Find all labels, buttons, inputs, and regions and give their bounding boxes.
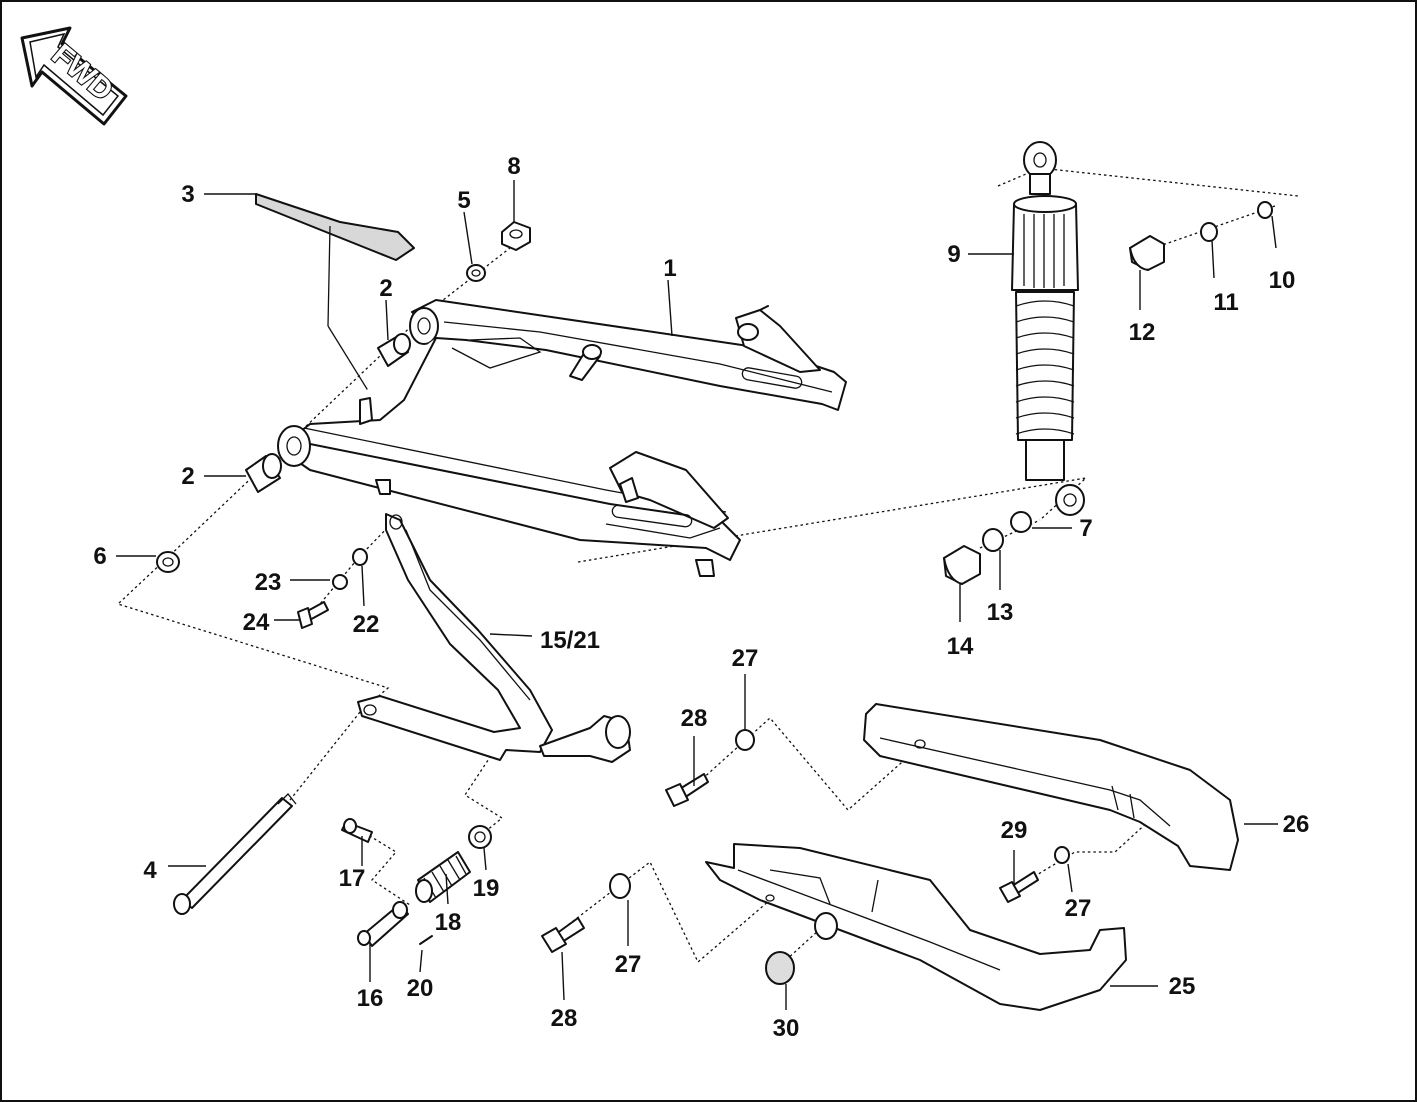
washer-27-upper-part xyxy=(735,729,755,751)
bush-lower-part xyxy=(245,453,282,493)
callout-20: 20 xyxy=(407,975,434,1002)
callout-15-21: 15/21 xyxy=(540,627,600,654)
callout-27-right: 27 xyxy=(1065,895,1092,922)
callout-1: 1 xyxy=(663,255,676,282)
callout-9: 9 xyxy=(947,241,960,268)
bolt-28-upper-part xyxy=(665,773,709,807)
washer-11-part xyxy=(1200,222,1218,242)
stand-bracket-part xyxy=(357,513,631,763)
bolt-24-part xyxy=(297,601,329,629)
washer-19-part xyxy=(468,825,492,849)
callout-2-lower: 2 xyxy=(181,463,194,490)
washer-27-right-part xyxy=(1054,846,1070,864)
washer-13-part xyxy=(982,528,1004,552)
callout-8: 8 xyxy=(507,153,520,180)
shock-absorber-part xyxy=(1011,141,1085,516)
washer-7-part xyxy=(1010,511,1032,533)
pin-16-part xyxy=(357,901,409,947)
callout-27-lower: 27 xyxy=(615,951,642,978)
callout-28-lower: 28 xyxy=(551,1005,578,1032)
callout-27-upper: 27 xyxy=(732,645,759,672)
chain-case-upper-part xyxy=(863,703,1239,871)
grommet-30-part xyxy=(765,951,795,985)
long-bolt-part xyxy=(173,793,297,915)
callout-7: 7 xyxy=(1079,515,1092,542)
callout-labels: 1 2 2 3 4 5 6 7 8 9 10 11 12 13 14 15/21… xyxy=(93,153,1309,1042)
fwd-arrow-icon: FWD xyxy=(20,26,128,126)
callout-5: 5 xyxy=(457,187,470,214)
washer-6-part xyxy=(156,551,180,573)
callout-4: 4 xyxy=(143,857,157,884)
callout-18: 18 xyxy=(435,909,462,936)
callout-26: 26 xyxy=(1283,811,1310,838)
callout-30: 30 xyxy=(773,1015,800,1042)
bolt-28-lower-part xyxy=(541,917,585,953)
callout-14: 14 xyxy=(947,633,974,660)
callout-19: 19 xyxy=(473,875,500,902)
callout-6: 6 xyxy=(93,543,106,570)
callout-11: 11 xyxy=(1213,289,1238,316)
callout-12: 12 xyxy=(1129,319,1156,346)
spring-18-part xyxy=(415,851,471,903)
callout-29: 29 xyxy=(1001,817,1028,844)
chain-guide-part xyxy=(255,193,415,411)
washer-10-part xyxy=(1257,201,1273,219)
callout-22: 22 xyxy=(353,611,380,638)
washer-27-lower-part xyxy=(609,873,631,899)
pin-17-part xyxy=(341,818,373,843)
washer-5-part xyxy=(466,264,486,282)
washer-22-part xyxy=(352,548,368,566)
callout-leaders xyxy=(116,180,1278,1010)
chain-case-lower-part xyxy=(705,843,1127,1011)
nut-8-part xyxy=(501,221,531,251)
callout-16: 16 xyxy=(357,985,384,1012)
callout-3: 3 xyxy=(181,181,194,208)
cap-nut-14-part xyxy=(943,545,981,585)
callout-2-upper: 2 xyxy=(379,275,392,302)
callout-25: 25 xyxy=(1169,973,1196,1000)
callout-24: 24 xyxy=(243,609,270,636)
washer-23-part xyxy=(332,574,348,590)
bolt-29-part xyxy=(999,871,1039,903)
callout-13: 13 xyxy=(987,599,1014,626)
callout-23: 23 xyxy=(255,569,282,596)
callout-17: 17 xyxy=(339,865,366,892)
clip-20-part xyxy=(419,935,433,945)
bush-upper-part xyxy=(377,333,411,367)
callout-28-upper: 28 xyxy=(681,705,708,732)
swing-arm-part xyxy=(277,299,847,577)
callout-10: 10 xyxy=(1269,267,1296,294)
cap-nut-12-part xyxy=(1129,235,1165,271)
